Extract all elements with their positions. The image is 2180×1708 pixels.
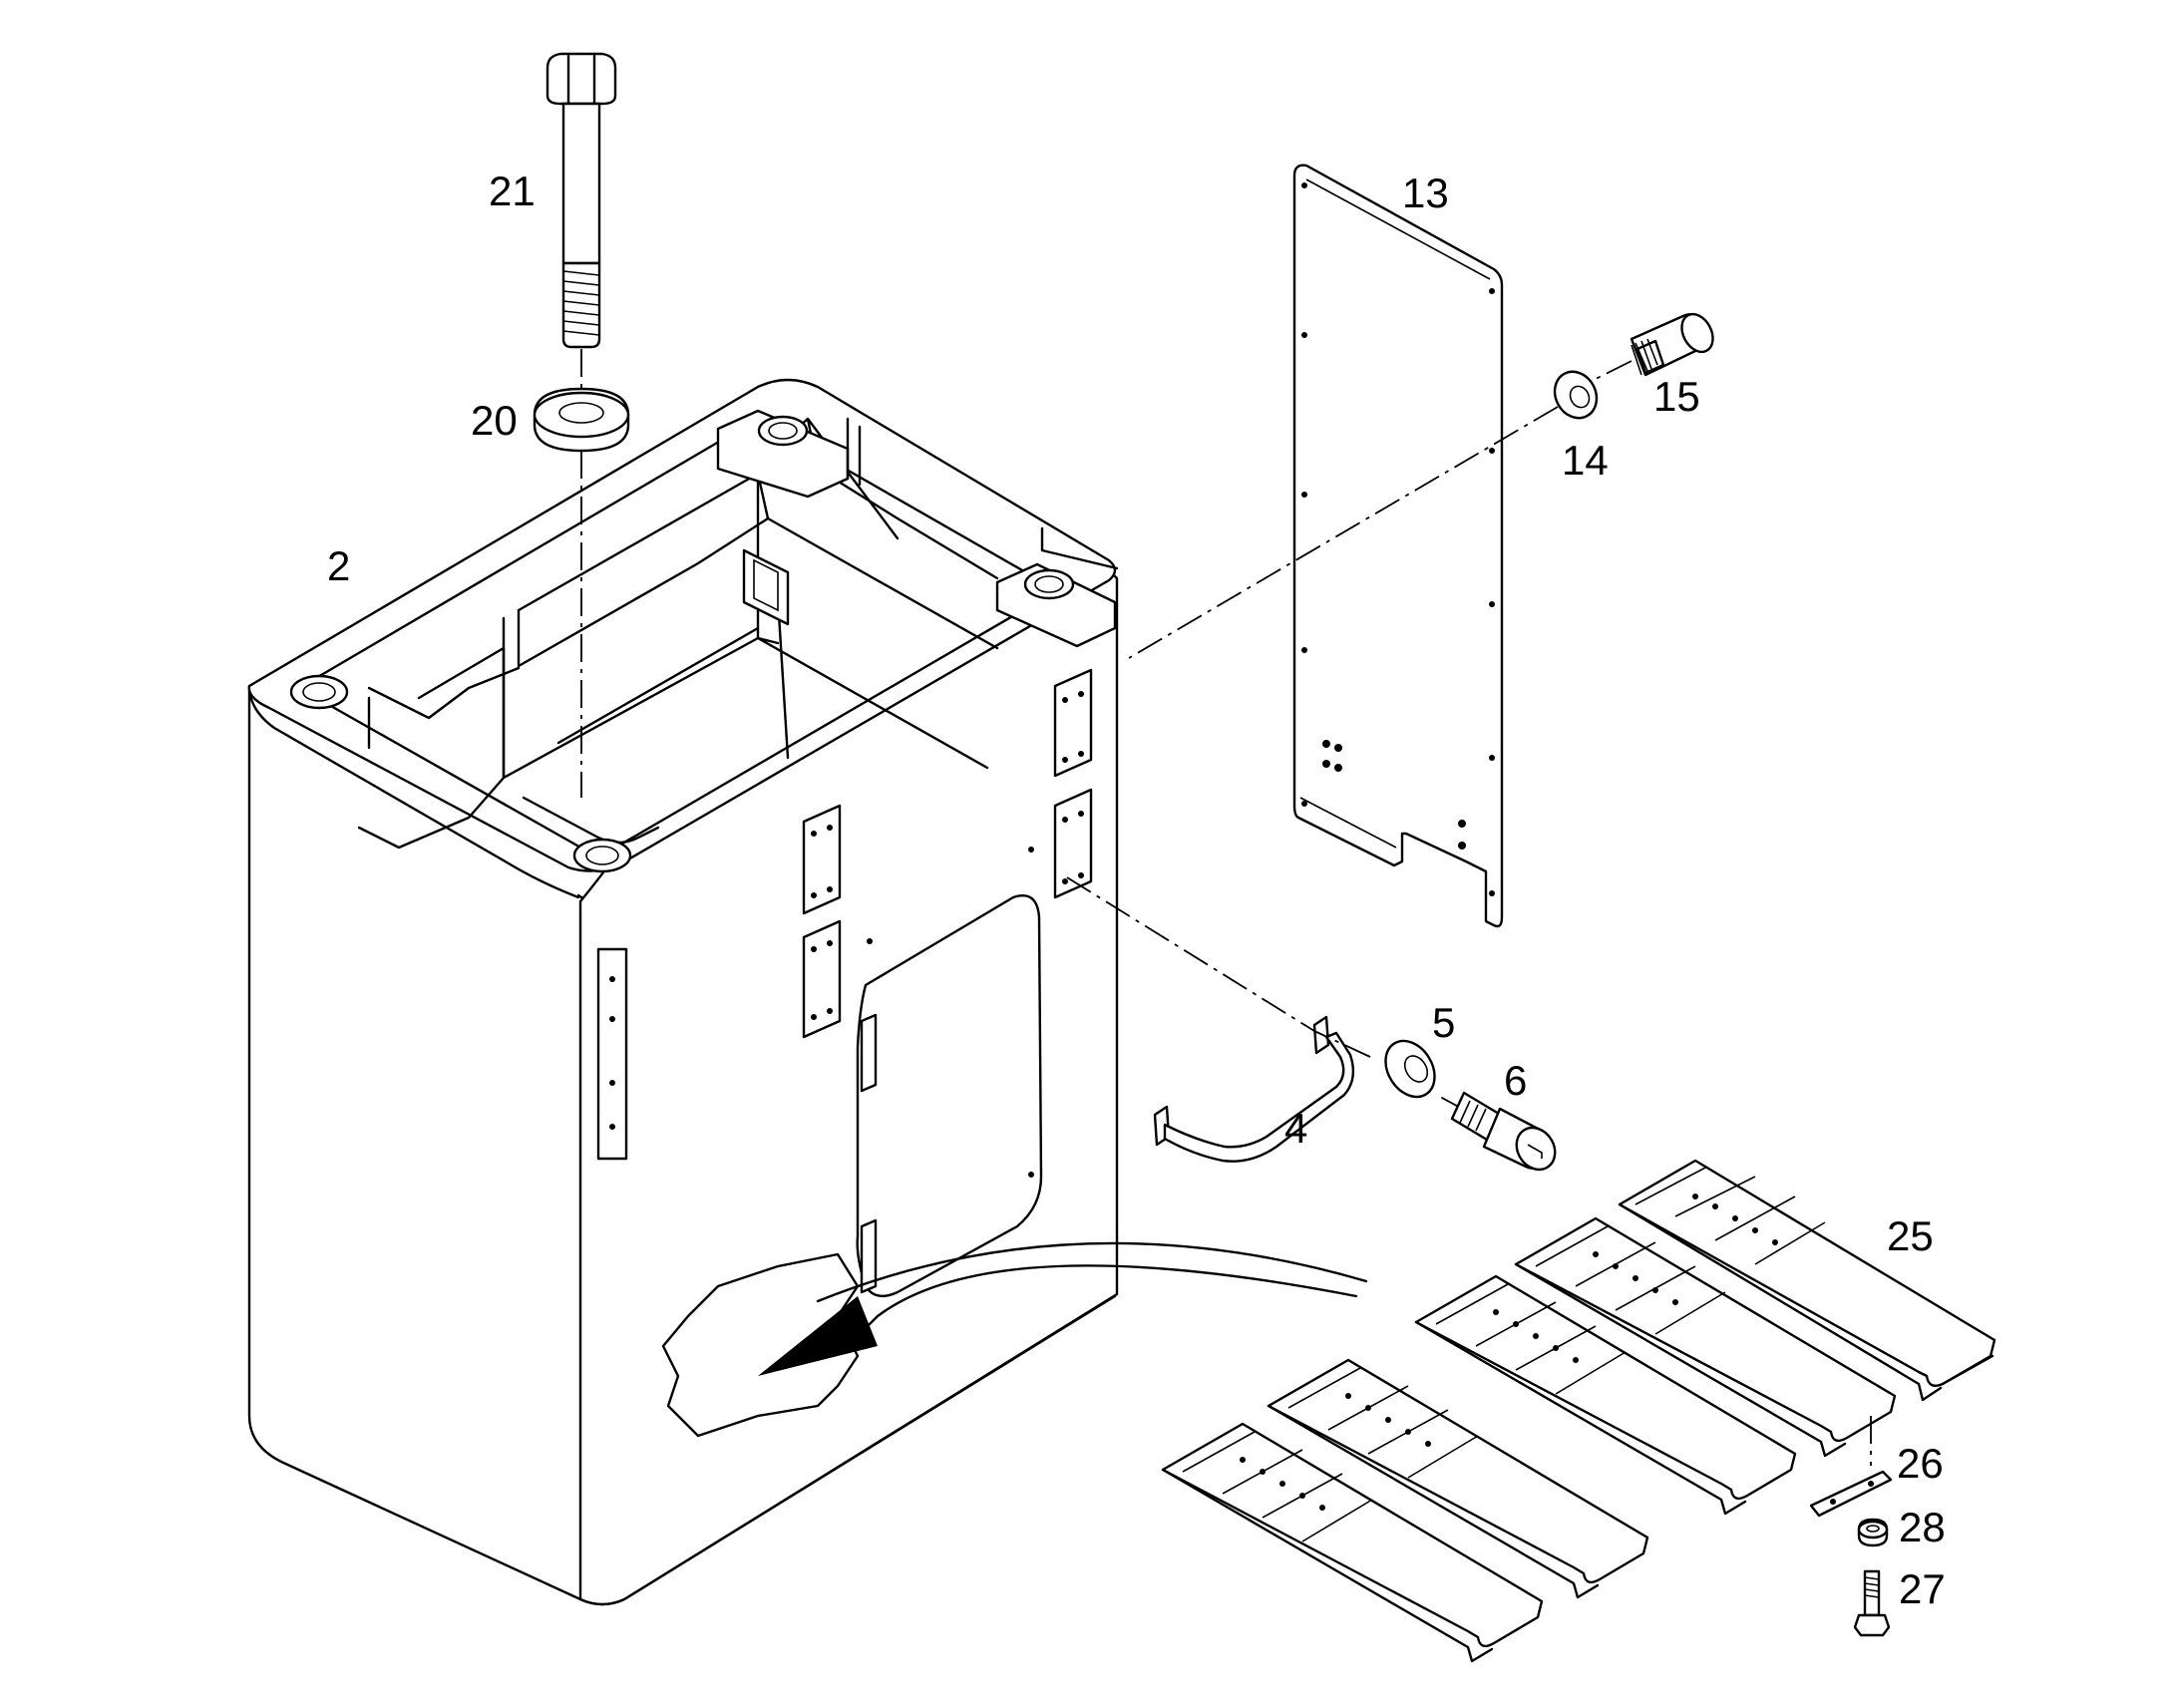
callout-14: 14 [1562,437,1609,484]
step-plate-3 [1414,1274,1797,1516]
callout-20: 20 [471,397,518,444]
callout-6: 6 [1504,1057,1527,1104]
frame-housing [247,378,1368,1606]
washer-14 [1553,370,1599,420]
callout-27: 27 [1899,1565,1946,1612]
callout-21: 21 [489,168,536,214]
screw-15 [1630,312,1714,377]
bolt-27 [1853,1569,1891,1637]
step-plate-1 [1618,1159,1997,1402]
washer-28 [1857,1518,1889,1547]
handle-4 [1153,1015,1355,1163]
callout-25: 25 [1887,1212,1934,1259]
washer-20 [533,387,630,453]
callout-4: 4 [1284,1105,1307,1152]
bolt-21 [545,52,617,349]
callout-28: 28 [1899,1504,1946,1550]
perforation-pattern [1240,1194,1778,1511]
step-plate-4 [1267,1358,1649,1599]
clamp-plate-26 [1809,1470,1893,1518]
callout-15: 15 [1653,373,1700,420]
panel-13 [1292,164,1504,928]
callout-26: 26 [1897,1440,1944,1487]
callout-2: 2 [327,542,350,589]
washer-5 [1384,1039,1436,1099]
callout-5: 5 [1432,999,1455,1046]
axis-line-panel [1128,360,1633,659]
screw-6 [1450,1091,1557,1172]
callout-13: 13 [1402,170,1449,216]
step-plate-2 [1514,1216,1897,1458]
step-plates-25 [1161,1159,1997,1663]
